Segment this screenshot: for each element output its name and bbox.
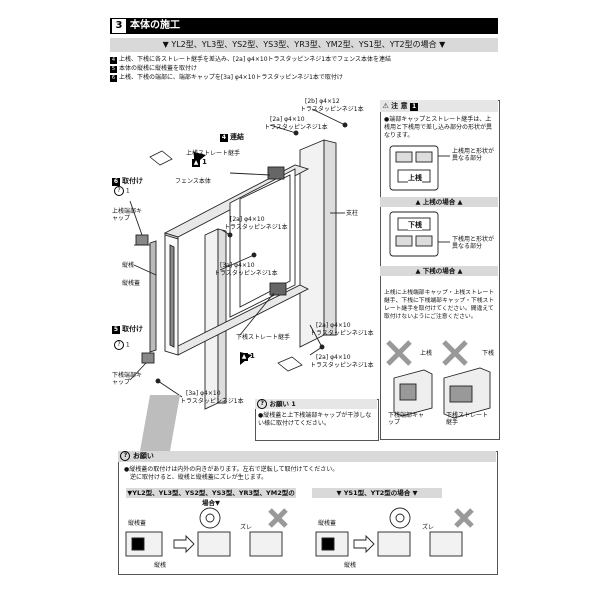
warn-text: 上桟に上桟端部キャップ・上桟ストレート継手、下桟に下桟端部キャップ・下桟ストレー…: [384, 290, 495, 320]
label-screw-3a-low: [3a] φ4×10: [186, 390, 221, 397]
bottom-label-bar-b: 縦桟: [344, 562, 357, 569]
bottom-label-gap-b: ズレ: [422, 524, 435, 531]
label-upper-joint: 上桟ストレート継手: [186, 150, 241, 157]
label-screw-3a-low-sub: トラスタッピンネジ1本: [180, 398, 244, 405]
request-text: ●縦桟蓋と上下桟端部キャップが干渉しない様に取付けてください。: [258, 412, 372, 427]
wrong-label-joint: 下桟ストレート継手: [446, 412, 489, 426]
note-title: ⚠ 注 意 1: [380, 100, 498, 112]
lower-diff-label: 下桟用と形状が異なる部分: [452, 236, 495, 250]
lower-case-header: ▲ 下桟の場合 ▲: [380, 266, 498, 276]
label-screw-2a-top: [2a] φ4×10: [270, 116, 305, 123]
label-post: 支柱: [346, 210, 359, 217]
label-screw-2a-low-sub: トラスタッピンネジ1本: [310, 330, 374, 337]
label-screw-2a-low2: [2a] φ4×10: [316, 354, 351, 361]
lid-orientation-figure: [125, 507, 474, 557]
label-vertical-lid: 縦桟蓋: [122, 280, 141, 287]
bottom-left-header: ▼YL2型、YL3型、YS2型、YS3型、YR3型、YM2型の場合▼: [126, 488, 296, 507]
label-upper-cap: 上桟端部キャップ: [112, 208, 143, 222]
label-screw-3a-mid: [3a] φ4×10: [220, 262, 255, 269]
wrong-label-cap: 下桟端部キャップ: [388, 412, 425, 426]
model-bar: ▼ YL2型、YL3型、YS2型、YS3型、YR3型、YM2型、YS1型、YT2…: [110, 38, 498, 52]
label-vertical-bar: 縦桟: [122, 262, 135, 269]
assembly-diagram: [129, 108, 348, 410]
lower-tag: 下桟: [408, 220, 422, 230]
request-icon-bottom: ?: [120, 451, 131, 461]
request-icon: ?: [257, 399, 268, 409]
label-lower-joint: 下桟ストレート継手: [236, 334, 291, 341]
wrong-install-figure: [386, 340, 491, 419]
label-lower-cap: 下桟端部キャップ: [112, 372, 143, 386]
wrong-label-upper: 上桟: [420, 350, 433, 357]
section-header: 3 本体の施工: [110, 18, 498, 34]
bottom-title: ? お願い: [118, 451, 496, 462]
request-icon-5: ? 1: [114, 340, 130, 350]
label-fence-body: フェンス本体: [175, 178, 211, 185]
label-screw-2a-mid: [2a] φ4×10: [230, 216, 265, 223]
section-number: 3: [112, 19, 126, 33]
label-screw-2a-top-sub: トラスタッピンネジ1本: [264, 124, 328, 131]
bottom-text: ●縦桟蓋の取付けは内外の向きがあります。左右で逆転して取付けてください。 逆に取…: [124, 466, 339, 481]
label-screw-3a-mid-sub: トラスタッピンネジ1本: [214, 270, 278, 277]
wrong-label-lower: 下桟: [482, 350, 495, 357]
section-title: 本体の施工: [130, 20, 180, 31]
request-icon-6: ? 1: [114, 186, 130, 196]
upper-case-header: ▲ 上桟の場合 ▲: [380, 197, 498, 207]
callout-1-a: ▲1: [192, 158, 207, 167]
upper-diff-label: 上桟用と形状が異なる部分: [452, 148, 495, 162]
label-screw-2b-sub: トラスタッピンネジ1本: [300, 106, 364, 113]
label-screw-2a-low: [2a] φ4×10: [316, 322, 351, 329]
bottom-right-header: ▼ YS1型、YT2型の場合 ▼: [312, 488, 442, 498]
callout-pointer: [140, 395, 180, 451]
bottom-label-lid-b: 縦桟蓋: [318, 520, 337, 527]
label-screw-2a-mid-sub: トラスタッピンネジ1本: [224, 224, 288, 231]
rail-profiles: [389, 145, 450, 257]
upper-tag: 上桟: [408, 173, 422, 183]
request-title: ? お願い 1: [255, 399, 377, 409]
warning-icon: ⚠: [382, 102, 389, 110]
label-screw-2a-low2-sub: トラスタッピンネジ1本: [310, 362, 374, 369]
bottom-label-bar-a: 縦桟: [154, 562, 167, 569]
bottom-label-gap-a: ズレ: [240, 524, 253, 531]
callout-1-b: ▲1: [240, 352, 255, 361]
bottom-label-lid-a: 縦桟蓋: [128, 520, 147, 527]
label-screw-2b: [2b] φ4×12: [305, 98, 340, 105]
note-text: ●端部キャップとストレート継手は、上桟用と下桟用で差し込み部分の形状が異なります…: [384, 116, 493, 139]
